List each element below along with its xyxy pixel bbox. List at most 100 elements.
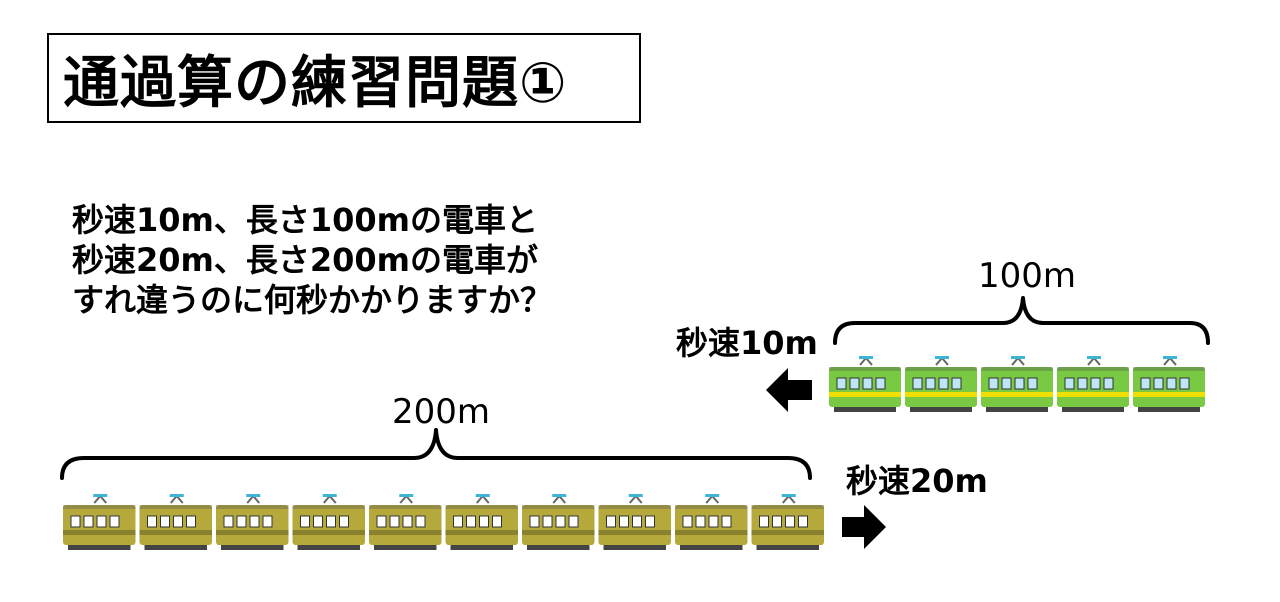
train-b-window (109, 515, 120, 528)
train-a-window (1166, 377, 1177, 390)
train-a-pantograph (859, 356, 873, 366)
train-b-pantograph (628, 494, 643, 504)
train-b-car (751, 494, 824, 550)
train-b-car-stripe (139, 530, 212, 535)
train-a-window (1140, 377, 1151, 390)
train-b-car (522, 494, 595, 550)
train-b-window (262, 515, 273, 528)
train-b-window (339, 515, 349, 528)
train-b-pantograph (246, 494, 261, 504)
train-b-window (376, 515, 387, 528)
train-a (829, 356, 1205, 412)
train-b-pantograph-top (322, 494, 337, 497)
train-a-car (829, 356, 901, 412)
train-a-window (938, 377, 949, 390)
train-a-window (1153, 377, 1164, 390)
train-b-window (606, 515, 616, 528)
question-text: 秒速10m、長さ100mの電車と 秒速20m、長さ200mの電車が すれ違うのに… (72, 200, 552, 320)
train-b-window (173, 515, 183, 528)
train-a-window (1027, 377, 1038, 390)
arrow-right-icon (842, 505, 886, 549)
train-b-window (555, 515, 566, 528)
train-a-window (836, 377, 847, 390)
train-a-car-roof (1133, 367, 1205, 371)
train-a-pantograph-top (1011, 356, 1025, 359)
train-b-car-stripe (292, 530, 365, 535)
train-a-car-wheels (834, 407, 896, 412)
train-b-window (479, 515, 489, 528)
question-line-3: すれ違うのに何秒かかりますか？ (72, 281, 553, 319)
train-b-car (445, 494, 518, 550)
train-a-car-roof (829, 367, 901, 371)
train-b-car-wheels (527, 545, 590, 550)
train-b-window (785, 515, 795, 528)
train-b-car-wheels (297, 545, 360, 550)
train-a-pantograph (1011, 356, 1025, 366)
train-b-length-label: 200m (392, 392, 491, 432)
train-b-pantograph (475, 494, 490, 504)
train-a-pantograph-top (1087, 356, 1101, 359)
train-a-car-roof (981, 367, 1053, 371)
train-b-pantograph-top (93, 494, 108, 497)
train-b-window (772, 515, 782, 528)
curly-brace-icon-train-b (60, 428, 812, 480)
train-b-car-roof (139, 505, 212, 509)
train-b-car-stripe (369, 530, 442, 535)
train-b-window (466, 515, 476, 528)
train-b-window (453, 515, 463, 528)
train-b-window (83, 515, 94, 528)
train-b-pantograph (705, 494, 720, 504)
train-a-window (875, 377, 886, 390)
train-b-window (326, 515, 336, 528)
train-b-window (223, 515, 234, 528)
train-b-window (300, 515, 310, 528)
train-a-car-wheels (1062, 407, 1124, 412)
train-b-window (798, 515, 808, 528)
train-b-car-roof (751, 505, 824, 509)
train-b-window (759, 515, 769, 528)
train-a-pantograph (1163, 356, 1177, 366)
train-b-car-stripe (675, 530, 748, 535)
train-b-car-roof (292, 505, 365, 509)
train-a-car-roof (905, 367, 977, 371)
train-b-car-stripe (445, 530, 518, 535)
train-a-car-stripe (829, 392, 901, 397)
train-b-car (292, 494, 365, 550)
train-a-car-stripe (1133, 392, 1205, 397)
train-a-window (912, 377, 923, 390)
train-b-pantograph-top (399, 494, 414, 497)
train-b-speed-label: 秒速20m (846, 462, 988, 500)
train-b-car-wheels (68, 545, 131, 550)
train-b-car-wheels (374, 545, 437, 550)
train-a-window (925, 377, 936, 390)
train-a-car-roof (1057, 367, 1129, 371)
train-b-pantograph (169, 494, 184, 504)
train-a-window (1077, 377, 1088, 390)
train-b-car (63, 494, 136, 550)
train-b-window (249, 515, 260, 528)
arrow-left-icon (766, 368, 812, 412)
train-a-car (905, 356, 977, 412)
train-a-pantograph-top (859, 356, 873, 359)
train-a-car-stripe (981, 392, 1053, 397)
train-b-window (568, 515, 579, 528)
train-a-car-wheels (910, 407, 972, 412)
question-line-2: 秒速20m、長さ200mの電車が (72, 241, 539, 279)
train-b-window (492, 515, 502, 528)
train-b-car-stripe (751, 530, 824, 535)
train-b-window (645, 515, 655, 528)
train-a-window (1064, 377, 1075, 390)
train-b-window (389, 515, 400, 528)
train-a-pantograph-top (1163, 356, 1177, 359)
train-b-window (186, 515, 196, 528)
train-b-pantograph-top (552, 494, 567, 497)
train-a-window (862, 377, 873, 390)
train-a-car (981, 356, 1053, 412)
train-b-pantograph-top (246, 494, 261, 497)
train-b-window (236, 515, 247, 528)
train-b-car (216, 494, 289, 550)
train-b-pantograph-top (169, 494, 184, 497)
train-b-car-roof (369, 505, 442, 509)
curly-brace-icon-train-a (833, 296, 1210, 345)
